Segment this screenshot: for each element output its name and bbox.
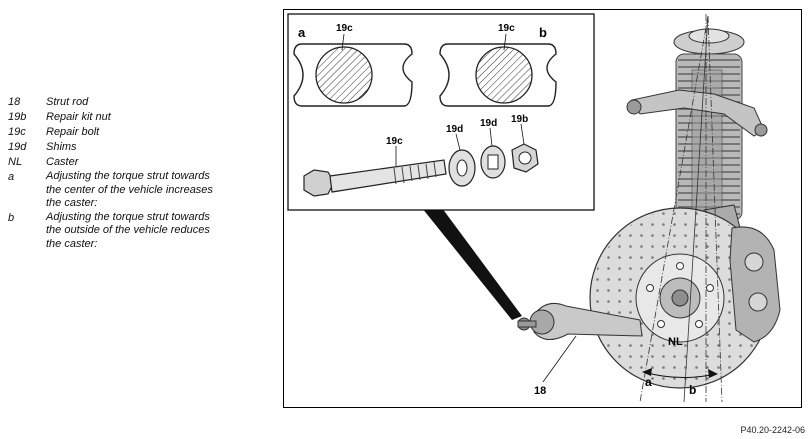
bolt-thread xyxy=(401,166,405,184)
legend-text: Repair kit nut xyxy=(46,111,111,123)
suspension-diagram: NL a b 18 a 19c b 19c xyxy=(287,13,781,403)
leader-19d-1 xyxy=(455,133,461,151)
bolt-section-a xyxy=(315,46,373,104)
brake-caliper xyxy=(729,226,781,343)
wheel-stud-hole xyxy=(657,320,665,328)
caster-line-a xyxy=(639,15,709,403)
wheel-stud-hole xyxy=(695,320,703,328)
legend-key: 19b xyxy=(8,111,27,123)
legend-item-19c: 19c Repair bolt xyxy=(8,125,270,140)
caster-line-b xyxy=(683,15,709,403)
bolt-head xyxy=(303,169,335,197)
strut-rod xyxy=(533,303,643,340)
legend-key: NL xyxy=(8,156,23,168)
legend-text: Adjusting the torque strut towards the c… xyxy=(46,170,270,211)
arrow-right-icon xyxy=(708,369,718,378)
bolt-thread xyxy=(417,164,421,181)
strut-rod-bolt xyxy=(517,320,537,328)
arrow-left-icon xyxy=(642,368,652,376)
label-b-bottom: b xyxy=(689,383,696,397)
label-a-bottom: a xyxy=(645,375,652,389)
label-18: 18 xyxy=(534,385,546,397)
shim-2-hole xyxy=(487,154,499,170)
bolt-shank xyxy=(329,159,447,193)
legend-item-19b: 19b Repair kit nut xyxy=(8,110,270,125)
legend-text-line: the caster: xyxy=(46,197,98,209)
leader-18 xyxy=(542,335,577,383)
legend: 18 Strut rod 19b Repair kit nut 19c Repa… xyxy=(8,95,270,251)
leader-19b xyxy=(520,123,525,145)
legend-item-18: 18 Strut rod xyxy=(8,95,270,110)
wheel-stud-hole xyxy=(706,284,714,292)
legend-text: Adjusting the torque strut towards the o… xyxy=(46,211,270,252)
wheel-stud-hole xyxy=(676,262,684,270)
label-19d-2: 19d xyxy=(480,118,497,129)
legend-item-nl: NL Caster xyxy=(8,155,270,170)
bolt-thread xyxy=(393,167,397,185)
legend-text: Repair bolt xyxy=(46,126,100,138)
leader-19c-b xyxy=(503,33,507,51)
caliper-piston xyxy=(744,252,764,272)
legend-text-line: Adjusting the torque strut towards xyxy=(46,170,210,182)
bolt-thread xyxy=(425,163,429,180)
inset-label-a: a xyxy=(298,25,306,40)
legend-text-line: Adjusting the torque strut towards xyxy=(46,210,210,223)
upper-arm-bushing xyxy=(626,99,642,115)
label-nl: NL xyxy=(668,336,683,348)
legend-key: 19c xyxy=(8,126,26,138)
suspension-assembly xyxy=(517,28,781,389)
upper-arm-bushing xyxy=(754,123,768,137)
bolt-thread xyxy=(433,161,437,178)
bolt-section-b xyxy=(475,46,533,104)
legend-text-line: the outside of the vehicle reduces xyxy=(46,224,210,236)
legend-item-b: b Adjusting the torque strut towards the… xyxy=(8,211,270,252)
bolt-thread xyxy=(409,165,413,182)
legend-text: Strut rod xyxy=(46,96,89,108)
legend-key: 19d xyxy=(8,141,27,153)
inset-detail: a 19c b 19c 19c xyxy=(287,13,595,211)
legend-item-a: a Adjusting the torque strut towards the… xyxy=(8,170,270,211)
legend-key: a xyxy=(8,171,15,183)
legend-key: b xyxy=(8,211,15,224)
shim-1-hole xyxy=(456,159,468,177)
figure-reference-code: P40.20-2242-06 xyxy=(740,425,805,435)
wheel-stud-hole xyxy=(646,284,654,292)
leader-19c-a xyxy=(341,33,345,51)
legend-text: Shims xyxy=(46,141,77,153)
legend-text: Caster xyxy=(46,156,79,168)
label-19c-a: 19c xyxy=(336,23,353,34)
figure-frame: NL a b 18 a 19c b 19c xyxy=(283,9,802,408)
label-19d-1: 19d xyxy=(446,124,463,135)
repair-bolt xyxy=(303,159,447,197)
pointer-wedge xyxy=(422,208,522,320)
caster-line-c xyxy=(707,15,723,403)
label-19b: 19b xyxy=(511,114,528,125)
legend-key: 18 xyxy=(8,96,21,108)
label-19c-bolt: 19c xyxy=(386,136,403,147)
legend-text-line: the caster: xyxy=(46,237,98,250)
hub-center xyxy=(671,289,689,307)
legend-text-line: the center of the vehicle increases xyxy=(46,183,213,196)
leader-19d-2 xyxy=(489,127,493,147)
repair-kit-nut-bore xyxy=(518,151,532,165)
label-19c-b: 19c xyxy=(498,23,515,34)
caliper-piston xyxy=(748,292,768,312)
legend-item-19d: 19d Shims xyxy=(8,140,270,155)
inset-label-b: b xyxy=(539,25,547,40)
